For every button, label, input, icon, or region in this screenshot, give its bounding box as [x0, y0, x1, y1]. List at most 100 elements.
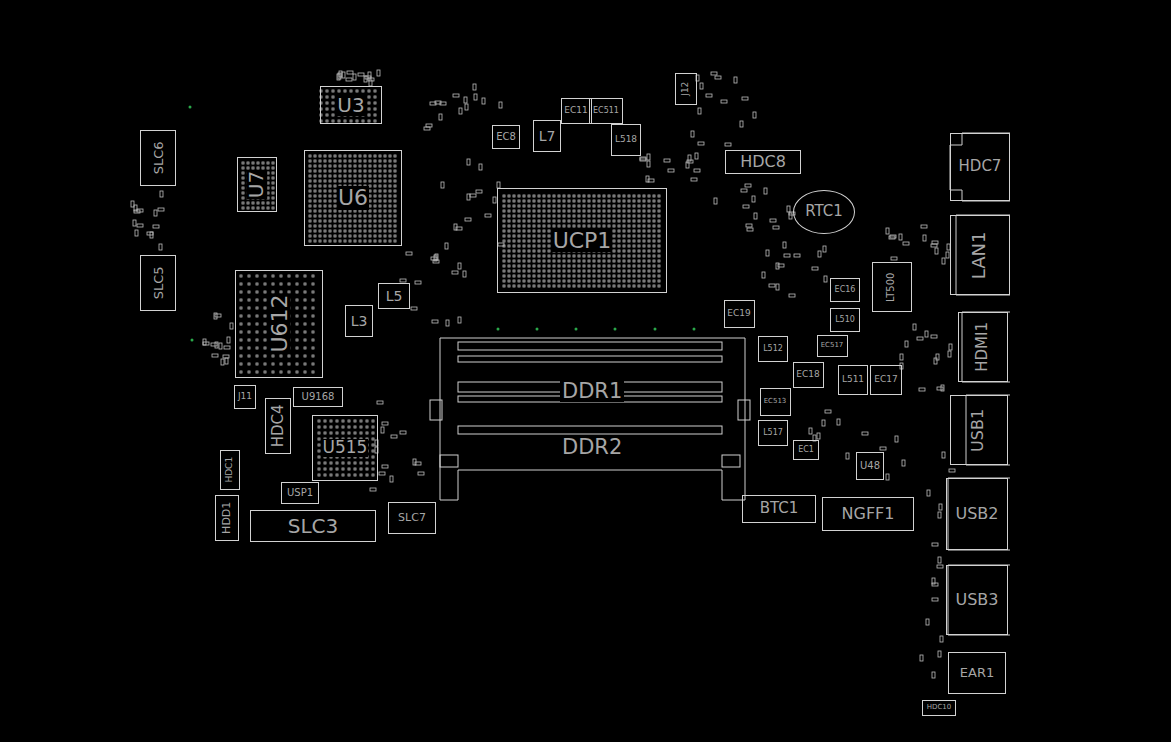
component-outline: EC513 [760, 388, 791, 416]
pad [384, 155, 386, 157]
pad [593, 225, 595, 227]
part-label: DDR1 [560, 380, 624, 402]
component-outline: USB1 [950, 395, 1008, 465]
reference-designator: U6 [337, 186, 369, 209]
pad [256, 371, 258, 373]
pad [319, 225, 321, 227]
pad [523, 285, 525, 287]
pad [783, 242, 786, 248]
pad [344, 165, 346, 167]
pad [319, 165, 321, 167]
pad [329, 230, 331, 232]
pad [508, 245, 510, 247]
pad [691, 178, 697, 181]
pad [348, 432, 350, 434]
component-outline: SLC7 [388, 502, 436, 534]
pad [309, 155, 311, 157]
pad [318, 456, 320, 458]
pad [618, 265, 620, 267]
pad [543, 200, 545, 202]
pad [339, 225, 341, 227]
pad [267, 162, 269, 164]
pad [389, 175, 391, 177]
pad [312, 371, 314, 373]
pad [394, 195, 396, 197]
pad [568, 215, 570, 217]
pad [648, 200, 650, 202]
pad [628, 225, 630, 227]
pad [288, 355, 290, 357]
pad [503, 275, 505, 277]
component-outline: EC511 [589, 98, 623, 124]
pad [794, 254, 800, 257]
pad [573, 215, 575, 217]
pad [394, 165, 396, 167]
pad [638, 285, 640, 287]
pad [563, 255, 565, 257]
pad [319, 210, 321, 212]
pad [336, 462, 338, 464]
pad [394, 220, 396, 222]
pad [643, 215, 645, 217]
pad [588, 285, 590, 287]
pad [553, 260, 555, 262]
pad [267, 167, 269, 169]
pad [314, 155, 316, 157]
pad [242, 197, 244, 199]
pad [264, 363, 266, 365]
pad [304, 339, 306, 341]
pad [658, 270, 660, 272]
pad [508, 280, 510, 282]
pad [219, 343, 222, 349]
pad [137, 209, 143, 212]
component-outline: EC18 [793, 362, 824, 388]
pad [309, 220, 311, 222]
pad [329, 190, 331, 192]
pad [648, 255, 650, 257]
pad [503, 225, 505, 227]
pad [389, 180, 391, 182]
pad [588, 215, 590, 217]
pad [248, 323, 250, 325]
reference-designator: EC513 [763, 398, 788, 405]
pad [503, 235, 505, 237]
pad [588, 260, 590, 262]
pad [568, 205, 570, 207]
pad [368, 96, 370, 98]
pad [608, 225, 610, 227]
slot-rail [458, 426, 722, 434]
pad [329, 175, 331, 177]
pad [359, 235, 361, 237]
pad [374, 225, 376, 227]
pad [359, 230, 361, 232]
pad [648, 265, 650, 267]
pad [653, 210, 655, 212]
pad [465, 218, 471, 221]
pad [711, 72, 717, 75]
pad [446, 320, 449, 326]
pad [603, 265, 605, 267]
pad [324, 468, 326, 470]
pad [324, 170, 326, 172]
pad [296, 331, 298, 333]
pad [513, 225, 515, 227]
pad [513, 240, 515, 242]
pad [354, 420, 356, 422]
pad [348, 420, 350, 422]
pad [240, 363, 242, 365]
pad [578, 210, 580, 212]
component-outline: EC1 [793, 440, 819, 460]
pad [543, 245, 545, 247]
pad [314, 205, 316, 207]
pad [513, 200, 515, 202]
pad [789, 294, 795, 297]
pad [389, 165, 391, 167]
pad [518, 285, 520, 287]
pad [548, 265, 550, 267]
pad [334, 205, 336, 207]
pad [339, 180, 341, 182]
pad [538, 255, 540, 257]
pad [648, 179, 654, 182]
reference-designator: EAR1 [959, 666, 995, 680]
component-outline: L518 [611, 124, 641, 156]
